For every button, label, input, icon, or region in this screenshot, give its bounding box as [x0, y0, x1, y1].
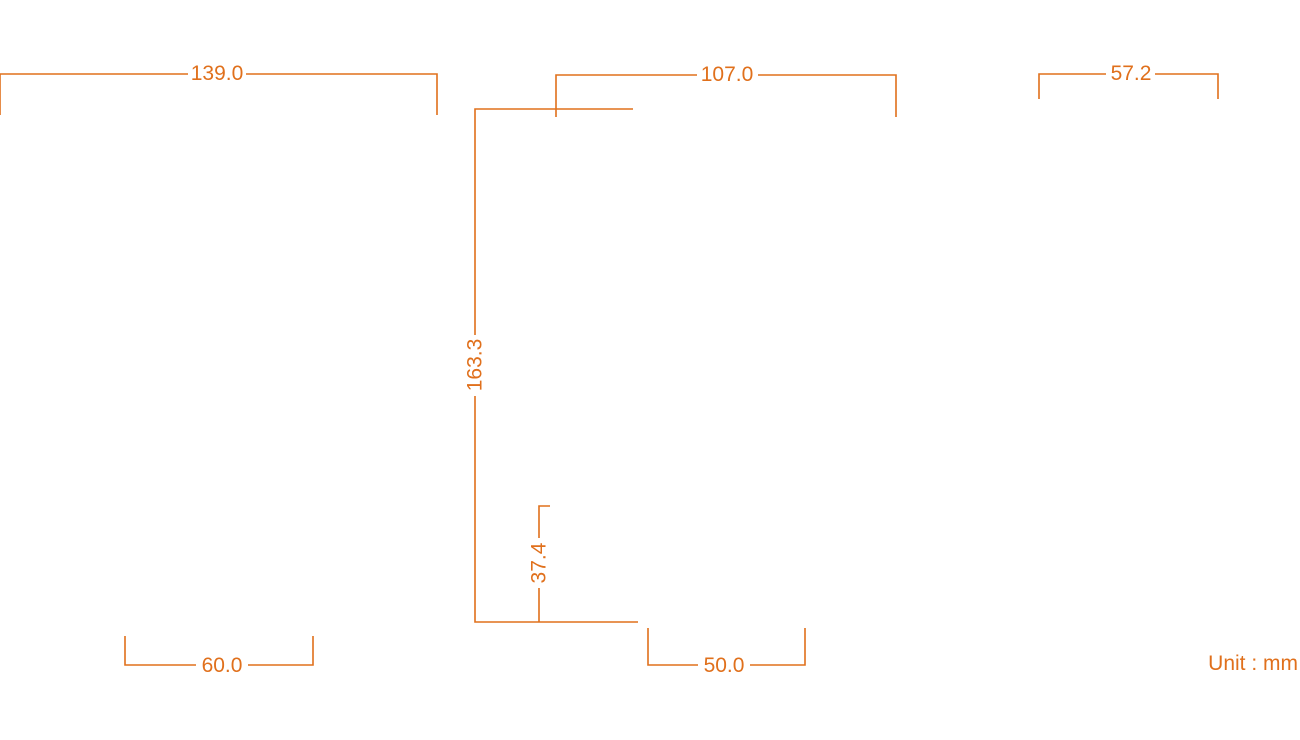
dimension-107-line [555, 74, 897, 117]
dimension-139: 139.0 [0, 62, 438, 115]
dimension-57-2-line [1038, 73, 1219, 99]
dimension-57-2-label: 57.2 [1111, 62, 1152, 85]
unit-label: Unit : mm [1208, 652, 1298, 675]
dimension-37-4: 37.4 [528, 505, 551, 622]
dimension-139-label: 139.0 [191, 62, 244, 85]
dimension-60-label: 60.0 [202, 654, 243, 677]
dimension-37-4-label: 37.4 [528, 542, 551, 583]
dimension-163-3-line [474, 108, 638, 623]
dimension-139-line [0, 73, 438, 115]
dimension-57-2: 57.2 [1038, 62, 1219, 99]
dimension-107: 107.0 [555, 63, 897, 117]
dimension-107-label: 107.0 [701, 63, 754, 86]
dimension-60: 60.0 [124, 636, 314, 677]
dimension-50-label: 50.0 [704, 654, 745, 677]
dimension-50: 50.0 [647, 628, 806, 677]
dimension-163-3: 163.3 [464, 108, 638, 623]
dimension-37-4-line [538, 505, 550, 622]
dimension-60-line [124, 636, 314, 666]
dimension-50-line [647, 628, 806, 666]
dimension-163-3-label: 163.3 [464, 339, 487, 392]
